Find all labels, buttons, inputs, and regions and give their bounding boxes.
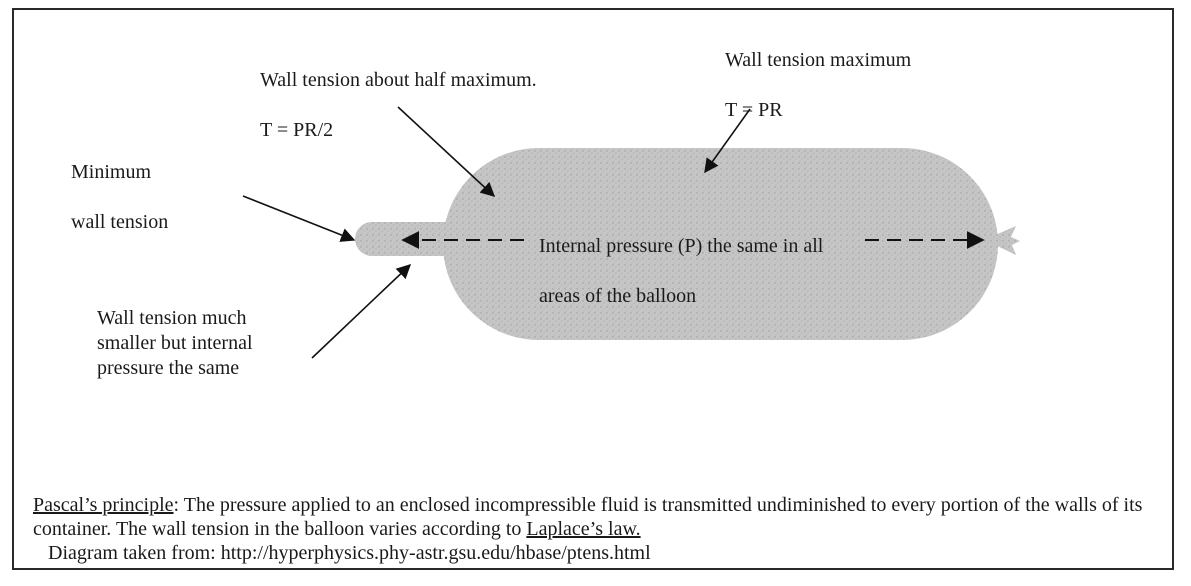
- caption-source-text: Diagram taken from: http://hyperphysics.…: [33, 542, 651, 564]
- label-internal-pressure-line2: areas of the balloon: [539, 285, 697, 307]
- caption-pascal-term: Pascal’s principle: [33, 494, 174, 516]
- balloon-knot: [993, 226, 1020, 255]
- caption-pascal-text: : The pressure applied to an enclosed in…: [33, 494, 1143, 540]
- arrow-min-tension: [242, 195, 356, 242]
- label-half-tension-line2: T = PR/2: [260, 119, 334, 141]
- label-min-tension-line2: wall tension: [71, 211, 169, 233]
- label-max-tension-line1: Wall tension maximum: [725, 49, 912, 71]
- caption-laplace-term: Laplace’s law.: [526, 518, 641, 540]
- label-half-tension-line1: Wall tension about half maximum.: [260, 69, 537, 91]
- label-max-tension-line2: T = PR: [725, 99, 783, 121]
- label-internal-pressure: Internal pressure (P) the same in all ar…: [539, 209, 823, 334]
- arrow-smaller-tension: [311, 264, 412, 359]
- arrow-half-tension: [397, 106, 496, 197]
- balloon-main-body: [443, 148, 998, 340]
- label-max-tension: Wall tension maximum T = PR: [725, 23, 911, 148]
- label-half-tension: Wall tension about half maximum. T = PR/…: [260, 43, 537, 168]
- caption: Pascal’s principle: The pressure applied…: [33, 493, 1153, 565]
- label-internal-pressure-line1: Internal pressure (P) the same in all: [539, 235, 824, 257]
- diagram-frame: [12, 8, 1174, 570]
- label-min-tension-line1: Minimum: [71, 161, 152, 183]
- label-min-tension: Minimum wall tension: [71, 135, 168, 260]
- arrow-max-tension: [704, 108, 751, 174]
- label-smaller-tension: Wall tension much smaller but internal p…: [97, 307, 253, 379]
